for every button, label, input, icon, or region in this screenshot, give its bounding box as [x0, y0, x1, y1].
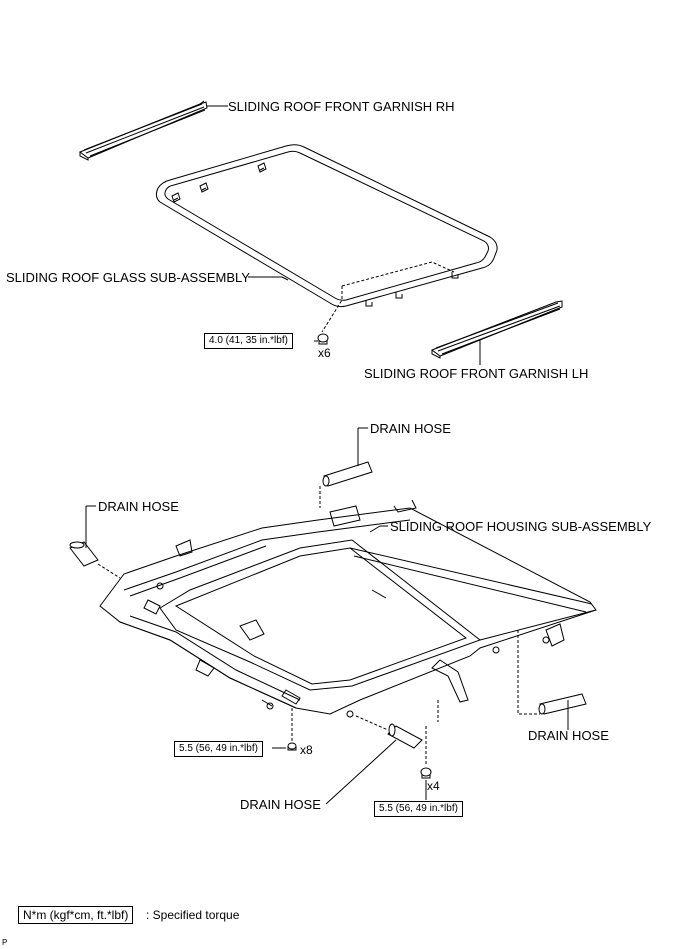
label-drain-hose-left: DRAIN HOSE — [98, 499, 179, 514]
leader-housing-2 — [369, 525, 381, 533]
sliding-roof-glass-part — [155, 144, 498, 333]
sliding-roof-housing-part — [99, 499, 597, 718]
label-glass-sub-assembly: SLIDING ROOF GLASS SUB-ASSEMBLY — [6, 270, 250, 285]
label-drain-hose-right: DRAIN HOSE — [528, 728, 609, 743]
torque-box-glass: 4.0 (41, 35 in.*lbf) — [204, 333, 293, 349]
legend-description: : Specified torque — [146, 908, 240, 922]
qty-housing-nuts: x8 — [300, 743, 313, 757]
housing-bolt-icon — [420, 767, 432, 779]
drain-hose-right-part — [538, 693, 587, 715]
torque-box-nuts: 5.5 (56, 49 in.*lbf) — [174, 741, 263, 757]
drain-hose-top-part — [322, 461, 373, 487]
glass-bolt-icon — [317, 333, 329, 345]
housing-bolt-path — [425, 700, 439, 766]
drain-hose-bottom-part — [387, 723, 423, 749]
label-front-garnish-rh: SLIDING ROOF FRONT GARNISH RH — [228, 99, 455, 114]
label-drain-hose-top: DRAIN HOSE — [370, 421, 451, 436]
label-front-garnish-lh: SLIDING ROOF FRONT GARNISH LH — [364, 366, 589, 381]
legend-unit-box: N*m (kgf*cm, ft.*lbf) — [18, 906, 134, 924]
drain-hose-right-path — [517, 630, 540, 715]
front-garnish-lh-part — [430, 300, 563, 359]
drain-hose-left-part — [69, 541, 99, 567]
qty-glass-bolts: x6 — [318, 346, 331, 360]
housing-nut-icon — [287, 742, 297, 751]
drain-hose-bottom-path — [355, 715, 389, 731]
leader-drain-hose-bottom — [325, 739, 397, 805]
label-drain-hose-bottom: DRAIN HOSE — [240, 797, 321, 812]
drain-hose-left-path — [97, 563, 121, 579]
label-housing-sub-assembly: SLIDING ROOF HOUSING SUB-ASSEMBLY — [390, 519, 652, 534]
corner-code: P — [2, 938, 8, 947]
qty-housing-bolts: x4 — [427, 779, 440, 793]
leader-glass-2 — [281, 276, 289, 281]
front-garnish-rh-part — [78, 100, 208, 161]
torque-box-bolts: 5.5 (56, 49 in.*lbf) — [374, 801, 463, 817]
